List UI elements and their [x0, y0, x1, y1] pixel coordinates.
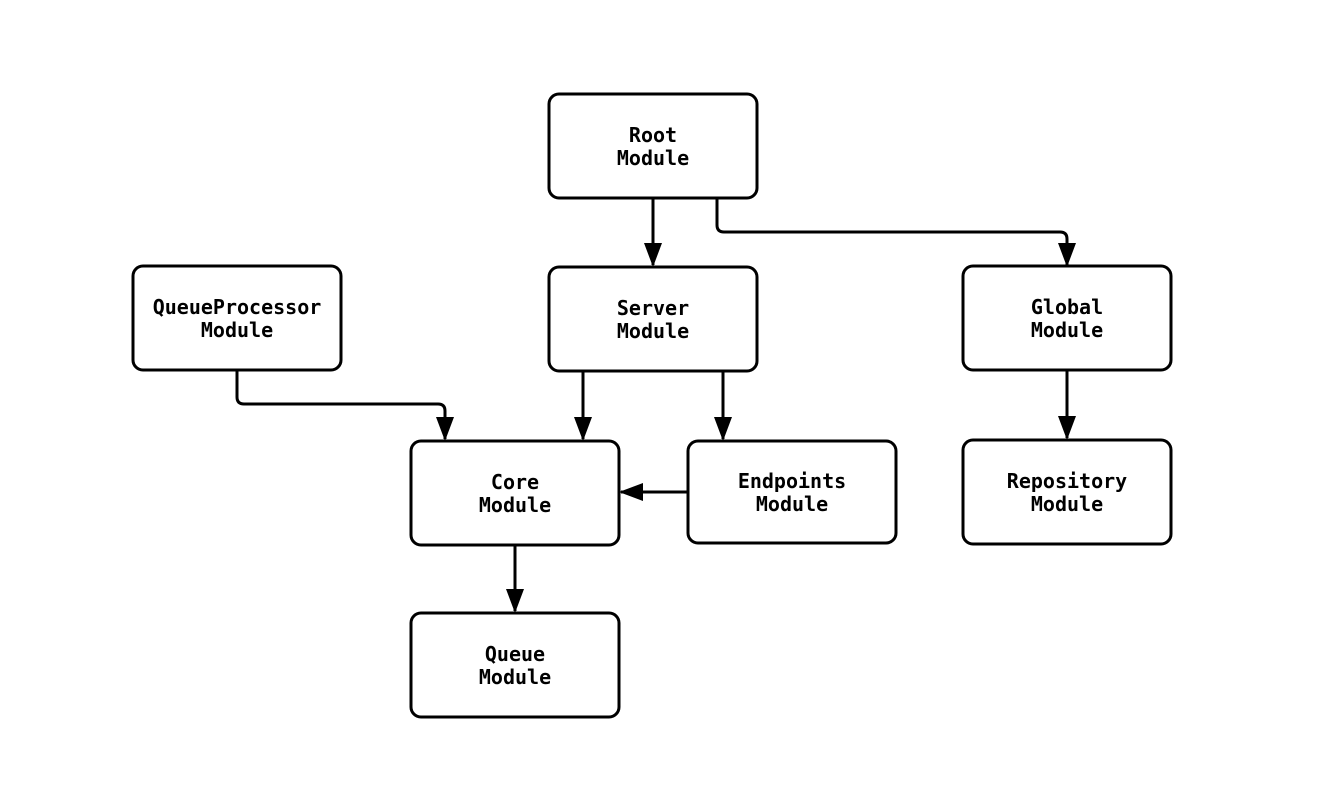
node-queueprocessor-module-label-line2: Module — [201, 318, 273, 342]
node-queueprocessor-module-box — [131, 264, 343, 372]
node-root-module: Root Module — [547, 92, 759, 200]
node-global-module: Global Module — [961, 264, 1173, 372]
node-server-module-label-line1: Server — [617, 296, 689, 320]
node-repository-module-label-line2: Module — [1031, 492, 1103, 516]
node-repository-module-label-line1: Repository — [1007, 469, 1127, 493]
node-endpoints-module: Endpoints Module — [686, 439, 898, 545]
node-global-module-label-line1: Global — [1031, 295, 1103, 319]
node-global-module-label-line2: Module — [1031, 318, 1103, 342]
node-server-module-box — [547, 265, 759, 373]
node-core-module-label-line1: Core — [491, 470, 539, 494]
node-root-module-label-line1: Root — [629, 123, 677, 147]
node-server-module: Server Module — [547, 265, 759, 373]
node-repository-module: Repository Module — [961, 438, 1173, 546]
node-core-module-label-line2: Module — [479, 493, 551, 517]
edge-root-to-global — [715, 198, 1076, 267]
node-queueprocessor-module: QueueProcessor Module — [131, 264, 343, 372]
node-queue-module-label-line2: Module — [479, 665, 551, 689]
node-endpoints-module-label-line1: Endpoints — [738, 469, 846, 493]
node-queue-module-label-line1: Queue — [485, 642, 545, 666]
node-global-module-box — [961, 264, 1173, 372]
node-core-module: Core Module — [409, 439, 621, 547]
node-endpoints-module-label-line2: Module — [756, 492, 828, 516]
node-queue-module: Queue Module — [409, 611, 621, 719]
node-endpoints-module-box — [686, 439, 898, 545]
edge-queueprocessor-to-core — [235, 370, 454, 441]
node-root-module-label-line2: Module — [617, 146, 689, 170]
edge-layer — [235, 198, 1076, 613]
node-queue-module-box — [409, 611, 621, 719]
node-core-module-box — [409, 439, 621, 547]
node-root-module-box — [547, 92, 759, 200]
node-repository-module-box — [961, 438, 1173, 546]
node-queueprocessor-module-label-line1: QueueProcessor — [153, 295, 322, 319]
node-server-module-label-line2: Module — [617, 319, 689, 343]
